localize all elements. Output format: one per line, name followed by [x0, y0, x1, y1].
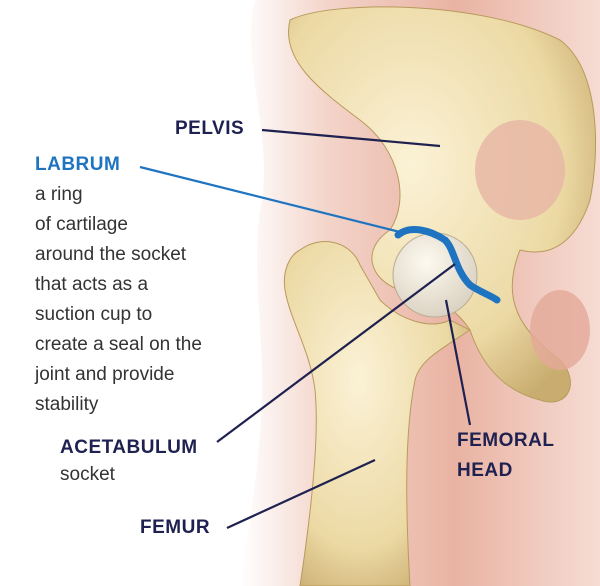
- desc-line: that acts as a: [35, 274, 149, 295]
- pelvis-leader: [261, 128, 441, 148]
- desc-line: suction cup to: [35, 304, 153, 325]
- obturator-foramen: [475, 120, 565, 220]
- desc-line: a ring: [35, 184, 83, 205]
- desc-line: create a seal on the: [35, 334, 202, 355]
- femur-leader: [226, 459, 376, 529]
- desc-line: of cartilage: [35, 214, 128, 235]
- labrum-ring: [394, 226, 501, 304]
- pelvic-opening: [530, 290, 590, 370]
- desc-line: stability: [35, 394, 99, 415]
- desc-line: joint and provide: [35, 364, 175, 385]
- femoral-head-line: HEAD: [457, 460, 513, 481]
- acetabulum-description: socket: [60, 464, 115, 485]
- acetabulum-label: ACETABULUM: [60, 437, 198, 458]
- desc-line: around the socket: [35, 244, 187, 265]
- femoral-head-line: FEMORAL: [457, 430, 555, 451]
- labrum-label: LABRUM: [35, 154, 121, 175]
- acetabulum-leader: [216, 263, 456, 443]
- femur-label: FEMUR: [140, 517, 211, 538]
- pelvis-label: PELVIS: [175, 118, 245, 139]
- pelvis-bone: [288, 6, 597, 403]
- femoral-head-label: FEMORAL HEAD: [457, 426, 554, 486]
- leader-lines: [216, 128, 472, 529]
- labrum-description: a ring of cartilage around the socket th…: [35, 180, 202, 420]
- labrum-leader: [139, 165, 401, 234]
- femoral-head-leader: [444, 299, 472, 426]
